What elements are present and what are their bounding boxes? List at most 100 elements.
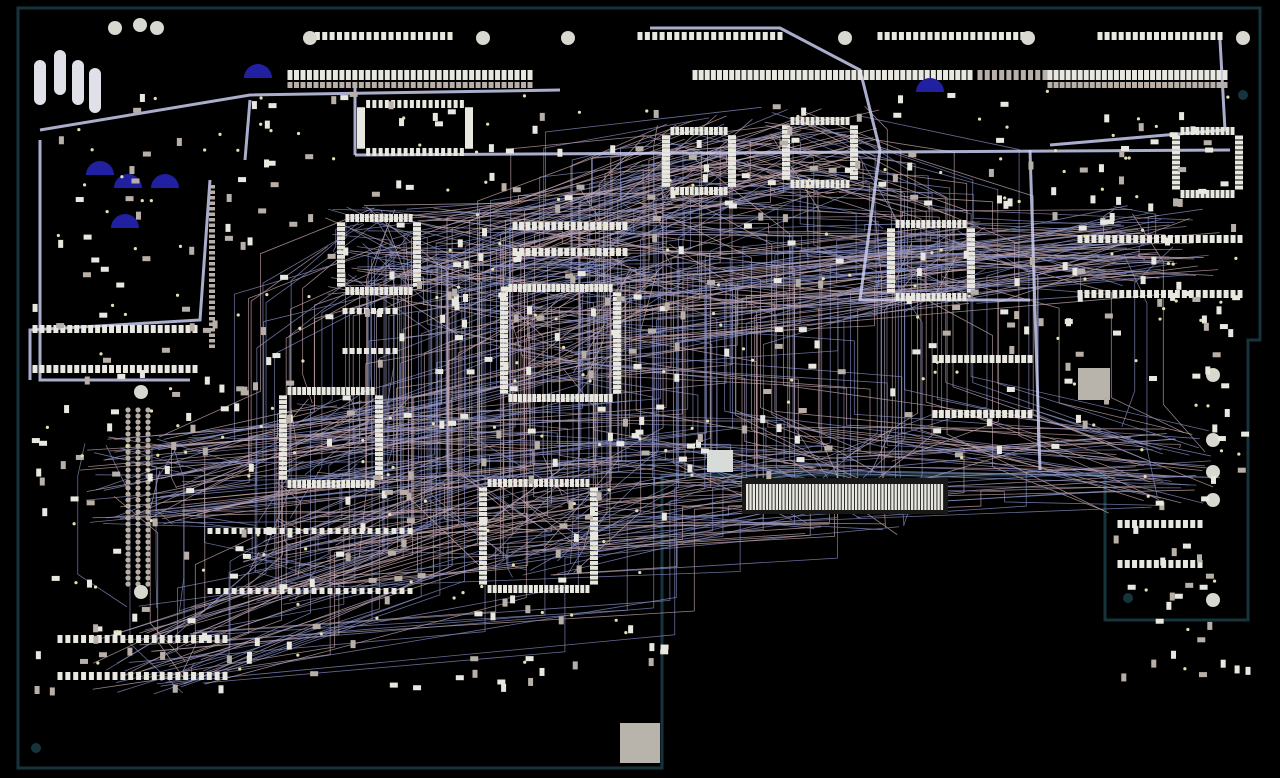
pad xyxy=(1188,235,1194,243)
edge-finger xyxy=(815,484,818,510)
pad xyxy=(413,278,421,283)
smd-pad xyxy=(616,296,625,302)
via xyxy=(298,326,302,330)
pad xyxy=(279,456,287,461)
via xyxy=(638,437,642,441)
edge-finger xyxy=(808,484,812,510)
pad xyxy=(222,672,228,680)
pad xyxy=(1083,70,1089,80)
pad xyxy=(941,293,946,301)
pad xyxy=(1172,160,1180,165)
pad xyxy=(850,125,858,130)
smd-pad xyxy=(503,362,509,371)
smd-pad xyxy=(557,148,563,157)
trace xyxy=(202,526,900,684)
pad xyxy=(394,214,398,222)
via xyxy=(262,553,266,557)
pad xyxy=(805,180,810,188)
smd-pad xyxy=(35,651,41,660)
via xyxy=(133,247,137,251)
smd-pad xyxy=(253,382,259,391)
smd-pad xyxy=(1201,496,1210,502)
pad xyxy=(662,152,670,157)
pad xyxy=(351,387,355,395)
pad xyxy=(782,161,790,166)
pad xyxy=(689,32,695,40)
pad xyxy=(337,282,345,287)
trace xyxy=(346,206,569,495)
pad xyxy=(1172,135,1180,140)
pad xyxy=(198,635,204,643)
smd-pad xyxy=(408,471,414,480)
smd-pad xyxy=(1148,376,1157,382)
pad xyxy=(175,635,181,643)
pad xyxy=(1006,32,1012,40)
edge-finger xyxy=(821,484,825,510)
edge-finger xyxy=(930,484,934,510)
pad xyxy=(1139,32,1145,40)
smd-pad xyxy=(399,333,405,342)
pad xyxy=(145,443,151,449)
smd-pad xyxy=(448,420,457,426)
pad xyxy=(479,556,487,561)
smd-pad xyxy=(481,458,487,467)
pad xyxy=(125,449,131,455)
pad xyxy=(352,82,358,88)
pad xyxy=(381,32,387,40)
smd-pad xyxy=(454,335,463,341)
pad xyxy=(590,541,598,546)
pad xyxy=(120,635,126,643)
trace xyxy=(348,361,594,547)
pad xyxy=(209,207,215,211)
pad xyxy=(74,325,80,333)
trace xyxy=(957,230,1150,462)
smd-pad xyxy=(1221,383,1230,389)
smd-pad xyxy=(396,180,402,189)
smd-pad xyxy=(405,184,414,190)
pad xyxy=(487,585,492,593)
pad xyxy=(209,223,215,227)
smd-pad xyxy=(525,656,534,662)
pad xyxy=(1112,235,1118,243)
pad xyxy=(1126,290,1132,298)
trace xyxy=(584,269,967,345)
pad xyxy=(209,328,215,332)
smd-pad xyxy=(532,125,538,134)
pad xyxy=(403,100,408,108)
smd-pad xyxy=(132,613,138,622)
smd-pad xyxy=(878,181,887,187)
via xyxy=(556,197,561,202)
pad xyxy=(355,214,360,222)
pad xyxy=(748,32,754,40)
pad xyxy=(546,284,551,292)
pad xyxy=(459,148,464,156)
pad xyxy=(782,129,790,134)
pad xyxy=(143,365,149,373)
edge-finger xyxy=(927,484,930,510)
pad xyxy=(728,148,736,153)
pad xyxy=(465,112,473,117)
header-pad-row xyxy=(287,70,533,80)
pad xyxy=(223,528,229,534)
pad xyxy=(1006,70,1012,80)
pad xyxy=(613,389,621,394)
pad xyxy=(967,70,973,80)
pad xyxy=(482,70,488,80)
pad xyxy=(976,355,982,363)
smd-pad xyxy=(286,380,295,386)
component-layer xyxy=(31,18,1251,763)
pad xyxy=(556,394,561,402)
pad xyxy=(360,480,365,488)
trace xyxy=(194,151,698,479)
pad xyxy=(835,180,840,188)
smd-pad xyxy=(622,418,628,427)
edge-finger xyxy=(749,484,752,510)
pad xyxy=(1105,290,1111,298)
pad xyxy=(560,284,565,292)
pad xyxy=(1098,290,1104,298)
trace xyxy=(414,131,853,217)
smd-pad xyxy=(649,643,655,652)
trace xyxy=(560,477,1115,552)
pad xyxy=(967,270,975,275)
